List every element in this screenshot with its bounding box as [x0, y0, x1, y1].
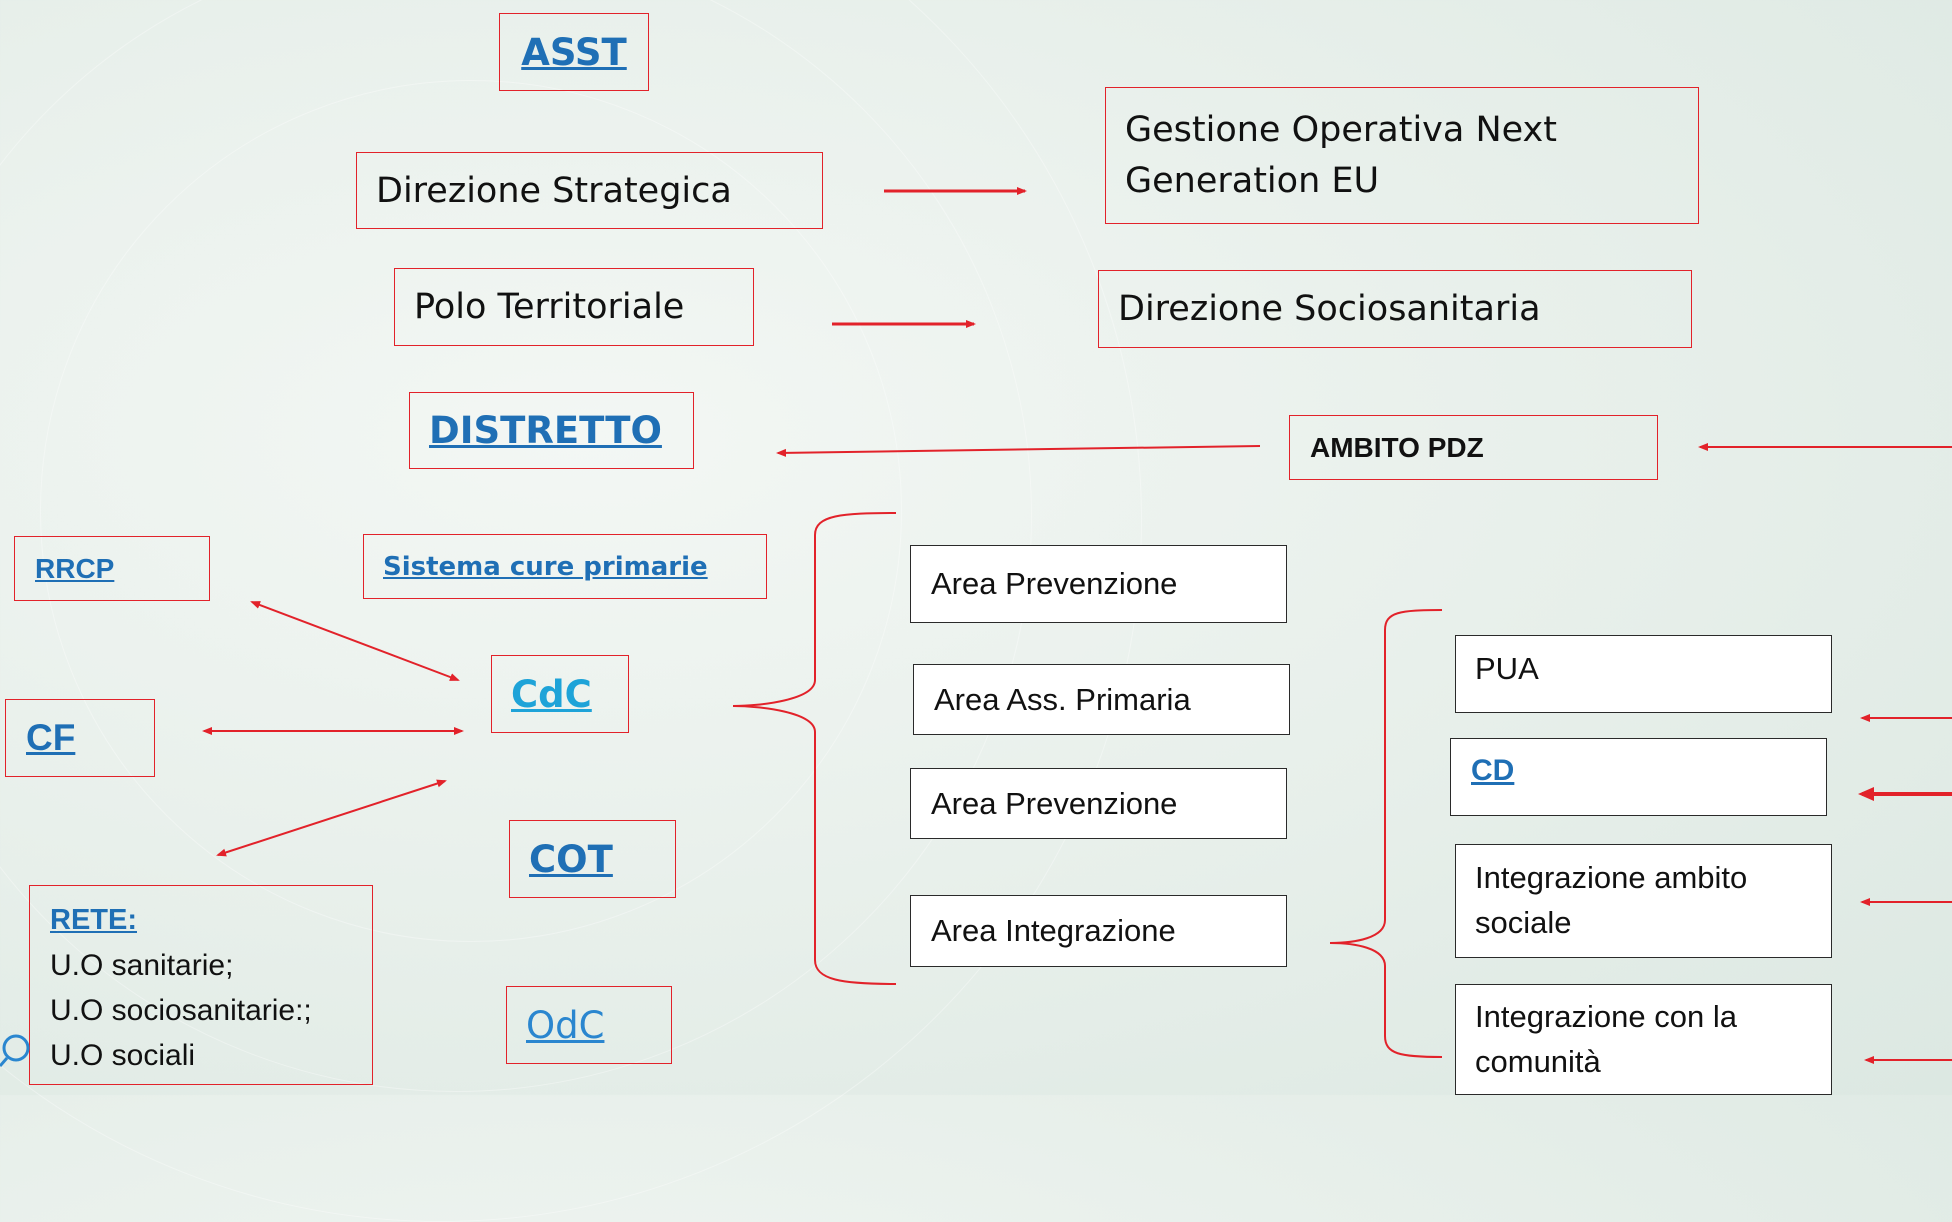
distretto-link[interactable]: DISTRETTO	[429, 409, 662, 452]
odc-box[interactable]: OdC	[506, 986, 672, 1064]
area-label: Area Integrazione	[931, 913, 1176, 948]
area-box-integrazione: Area Integrazione	[910, 895, 1287, 967]
cf-box[interactable]: CF	[5, 699, 155, 777]
area-label: Area Ass. Primaria	[934, 681, 1191, 717]
distretto-box[interactable]: DISTRETTO	[409, 392, 694, 469]
area-box-prevenzione-1: Area Prevenzione	[910, 545, 1287, 623]
polo-territoriale-label: Polo Territoriale	[414, 287, 685, 327]
integrazione-sociale-label: Integrazione ambito sociale	[1475, 860, 1748, 940]
pua-box: PUA	[1455, 635, 1832, 713]
cot-link[interactable]: COT	[529, 837, 613, 881]
area-box-prevenzione-2: Area Prevenzione	[910, 768, 1287, 839]
direzione-sociosanitaria-box: Direzione Sociosanitaria	[1098, 270, 1692, 348]
rrcp-link[interactable]: RRCP	[35, 552, 115, 584]
rete-item-sanitarie: U.O sanitarie;	[50, 949, 234, 982]
area-label: Area Prevenzione	[931, 785, 1178, 821]
connector-layer	[202, 187, 1952, 1064]
cd-link[interactable]: CD	[1471, 754, 1515, 787]
arrow-rrcp-cdc	[250, 601, 460, 681]
rete-item-sociosanitarie: U.O sociosanitarie:;	[50, 994, 312, 1027]
cdc-box[interactable]: CdC	[491, 655, 629, 733]
area-label: Area Prevenzione	[931, 566, 1178, 601]
brace-integrazione-items	[1329, 609, 1443, 1058]
gestione-operativa-box: Gestione Operativa Next Generation EU	[1105, 87, 1699, 224]
sistema-cure-primarie-box[interactable]: Sistema cure primarie	[363, 534, 767, 599]
rrcp-box[interactable]: RRCP	[14, 536, 210, 601]
area-box-ass-primaria: Area Ass. Primaria	[913, 664, 1290, 735]
integrazione-comunita-label: Integrazione con la comunità	[1475, 998, 1737, 1079]
polo-territoriale-box: Polo Territoriale	[394, 268, 754, 346]
rete-item-sociali: U.O sociali	[50, 1039, 196, 1072]
asst-link[interactable]: ASST	[521, 30, 627, 74]
ambito-pdz-box: AMBITO PDZ	[1289, 415, 1658, 480]
asst-box[interactable]: ASST	[499, 13, 649, 91]
cd-box[interactable]: CD	[1450, 738, 1827, 816]
cf-link[interactable]: CF	[26, 717, 76, 758]
cot-box[interactable]: COT	[509, 820, 676, 898]
direzione-strategica-box: Direzione Strategica	[356, 152, 823, 229]
rete-content: RETE: U.O sanitarie; U.O sociosanitarie:…	[50, 886, 312, 1078]
direzione-strategica-label: Direzione Strategica	[376, 170, 732, 211]
direzione-sociosanitaria-label: Direzione Sociosanitaria	[1118, 289, 1541, 329]
rete-title-link[interactable]: RETE:	[50, 904, 137, 936]
integrazione-comunita-box: Integrazione con la comunità	[1455, 984, 1832, 1095]
pua-label: PUA	[1475, 651, 1539, 686]
arrow-ambito-distretto	[776, 445, 1261, 457]
arrow-rete-cdc	[216, 779, 447, 857]
odc-link[interactable]: OdC	[526, 1003, 605, 1047]
integrazione-sociale-box: Integrazione ambito sociale	[1455, 844, 1832, 958]
cdc-link[interactable]: CdC	[511, 672, 592, 716]
brace-cdc-areas	[732, 512, 897, 985]
gestione-operativa-label: Gestione Operativa Next Generation EU	[1125, 109, 1557, 201]
rete-box: RETE: U.O sanitarie; U.O sociosanitarie:…	[29, 885, 373, 1085]
ambito-pdz-label: AMBITO PDZ	[1310, 431, 1484, 463]
sistema-cure-primarie-link[interactable]: Sistema cure primarie	[383, 551, 708, 582]
search-icon[interactable]	[0, 1030, 38, 1070]
